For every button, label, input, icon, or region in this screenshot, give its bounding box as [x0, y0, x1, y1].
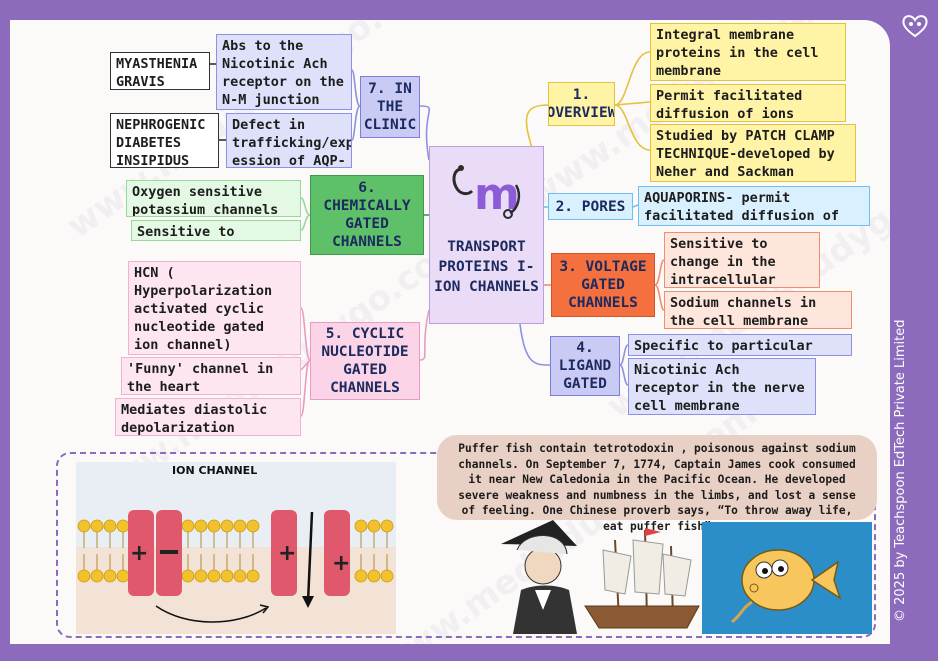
copyright-text: © 2025 by Teachspoon EdTech Private Limi… — [893, 319, 908, 622]
ligand-gated-heading: 4. LIGAND GATED — [550, 336, 620, 396]
pores-item: AQUAPORINS- permit facilitated diffusion… — [638, 186, 870, 226]
overview-item: Integral membrane proteins in the cell m… — [650, 23, 846, 81]
svg-text:+: + — [278, 541, 296, 566]
disease-label: MYASTHENIA GRAVIS — [110, 52, 210, 90]
clinic-item: Abs to the Nicotinic Ach receptor on the… — [216, 34, 352, 110]
voltage-item: Sensitive to change in the intracellular… — [664, 232, 820, 288]
cyclic-item: Mediates diastolic depolarization — [115, 398, 301, 436]
chemical-item: Sensitive to hypoxia — [131, 220, 301, 241]
clinic-item: Defect in trafficking/expr ession of AQP… — [226, 113, 352, 168]
chemical-item: Oxygen sensitive potassium channels — [126, 180, 301, 217]
disease-label: NEPHROGENIC DIABETES INSIPIDUS — [110, 113, 219, 168]
voltage-gated-heading: 3. VOLTAGE GATED CHANNELS — [551, 253, 655, 317]
center-node: m TRANSPORT PROTEINS I-ION CHANNELS — [429, 146, 544, 324]
voltage-item: Sodium channels in the cell membrane — [664, 291, 852, 329]
clinic-heading: 7. IN THE CLINIC — [360, 76, 420, 138]
overview-heading: 1. OVERVIEW — [548, 82, 615, 126]
puffer-fish-story: Puffer fish contain tetrotodoxin , poiso… — [437, 435, 877, 533]
overview-item: Permit facilitated diffusion of ions — [650, 84, 846, 122]
ligand-item: Specific to particular ligand — [628, 334, 852, 356]
svg-text:+: + — [130, 541, 148, 566]
overview-item: Studied by PATCH CLAMP TECHNIQUE-develop… — [650, 124, 856, 182]
medicine-logo-icon: m — [452, 165, 521, 220]
cyclic-item: 'Funny' channel in the heart — [121, 357, 301, 395]
ion-channel-illustration: + + + — [76, 462, 396, 634]
chemically-gated-heading: 6. CHEMICALLY GATED CHANNELS — [310, 175, 424, 255]
cyclic-nucleotide-heading: 5. CYCLIC NUCLEOTIDE GATED CHANNELS — [310, 322, 420, 400]
ligand-item: Nicotinic Ach receptor in the nerve cell… — [628, 358, 816, 415]
brand-heart-icon — [902, 15, 928, 38]
ion-channel-label: ION CHANNEL — [172, 464, 258, 477]
cyclic-item: HCN ( Hyperpolarization activated cyclic… — [128, 261, 301, 355]
center-title: TRANSPORT PROTEINS I-ION CHANNELS — [434, 239, 539, 295]
pores-heading: 2. PORES — [548, 193, 633, 220]
svg-text:+: + — [332, 551, 350, 576]
puffer-fish-illustration — [702, 522, 872, 634]
captain-cook-ship-illustration — [501, 520, 700, 634]
